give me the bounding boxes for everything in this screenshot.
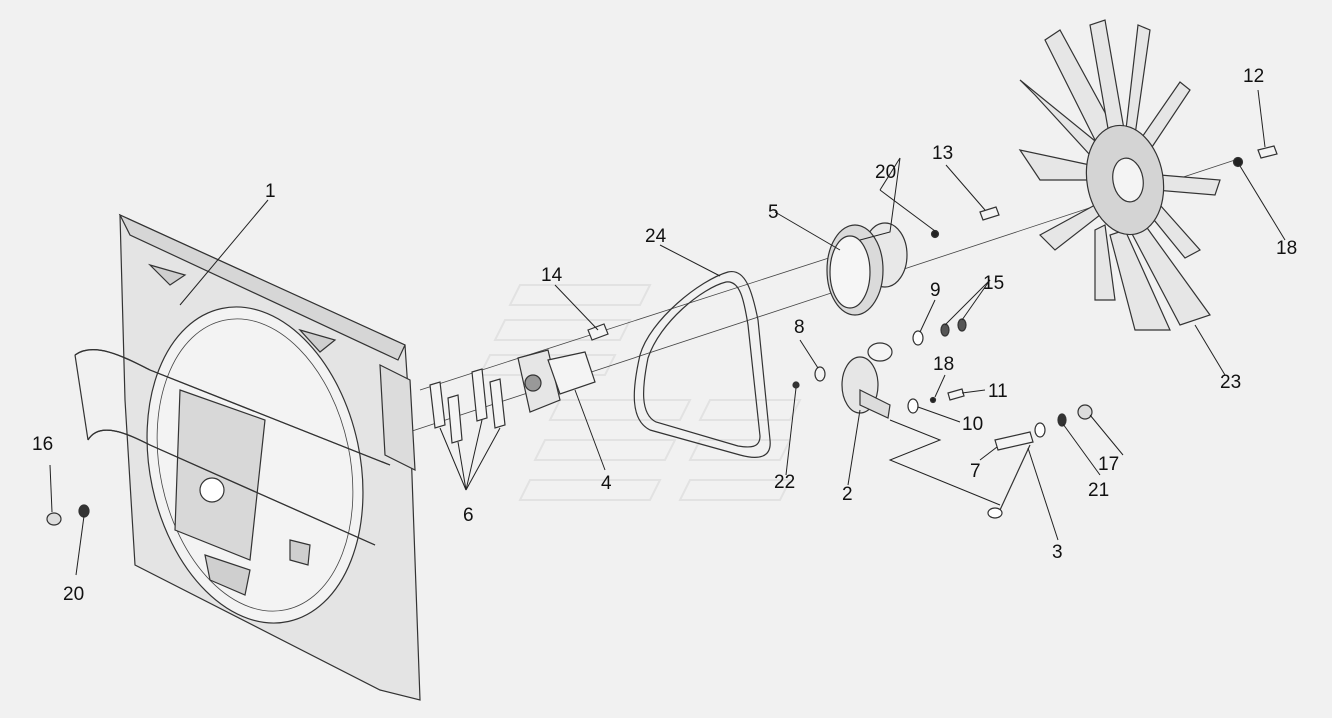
callout-21: 21 bbox=[1088, 480, 1109, 501]
cooling-fan bbox=[1018, 19, 1221, 331]
nut-16 bbox=[46, 512, 62, 526]
callout-6: 6 bbox=[463, 505, 474, 526]
callout-13: 13 bbox=[932, 143, 953, 164]
mounting-clips bbox=[429, 368, 506, 444]
nut-17 bbox=[1077, 404, 1093, 420]
callout-9: 9 bbox=[930, 280, 941, 301]
washer-9 bbox=[912, 330, 924, 346]
callout-17: 17 bbox=[1098, 454, 1119, 475]
bearing-hub bbox=[517, 349, 596, 413]
nut-15-a bbox=[940, 323, 950, 337]
bolt-11 bbox=[947, 388, 965, 401]
callout-24: 24 bbox=[645, 226, 667, 247]
bolt-14 bbox=[587, 323, 609, 341]
nut-15-b bbox=[957, 318, 967, 332]
washer-7 bbox=[1034, 422, 1046, 438]
washer-18-upper bbox=[1232, 156, 1244, 168]
bolt-12 bbox=[1257, 145, 1278, 159]
washer-20-lower bbox=[78, 504, 90, 518]
callout-14: 14 bbox=[541, 265, 563, 286]
pulley bbox=[826, 222, 908, 316]
leader-lines bbox=[49, 89, 1286, 576]
washer-10 bbox=[907, 398, 919, 414]
callout-labels: 1 2 3 4 5 6 7 8 9 10 11 12 13 14 15 16 1… bbox=[32, 66, 1297, 605]
callout-18-upper: 18 bbox=[1276, 238, 1297, 259]
callout-4: 4 bbox=[601, 473, 612, 494]
bolt-13 bbox=[979, 206, 1000, 221]
washer-8 bbox=[814, 366, 826, 382]
tensioner-arm bbox=[841, 342, 893, 419]
nut-21 bbox=[1057, 413, 1067, 427]
callout-16: 16 bbox=[32, 434, 53, 455]
callout-5: 5 bbox=[768, 202, 779, 223]
callout-1: 1 bbox=[265, 181, 276, 202]
callout-12: 12 bbox=[1243, 66, 1264, 87]
callout-20-upper: 20 bbox=[875, 162, 896, 183]
callout-2: 2 bbox=[842, 484, 853, 505]
callout-20-lower: 20 bbox=[63, 584, 84, 605]
tension-spring bbox=[987, 444, 1031, 519]
callout-11: 11 bbox=[988, 381, 1008, 402]
callout-22: 22 bbox=[774, 472, 795, 493]
pin-7 bbox=[994, 431, 1034, 451]
assembly-axis-line-lower bbox=[419, 234, 901, 391]
washer-20-upper bbox=[930, 229, 940, 239]
callout-3: 3 bbox=[1052, 542, 1063, 563]
callout-15: 15 bbox=[983, 273, 1004, 294]
callout-18-lower: 18 bbox=[933, 354, 954, 375]
callout-23: 23 bbox=[1220, 372, 1241, 393]
fan-shroud bbox=[74, 213, 421, 701]
washer-18-lower bbox=[929, 396, 937, 404]
callout-8: 8 bbox=[794, 317, 805, 338]
part-22 bbox=[792, 381, 800, 389]
callout-10: 10 bbox=[962, 414, 983, 435]
callout-7: 7 bbox=[970, 461, 981, 482]
drive-belt bbox=[633, 271, 771, 458]
